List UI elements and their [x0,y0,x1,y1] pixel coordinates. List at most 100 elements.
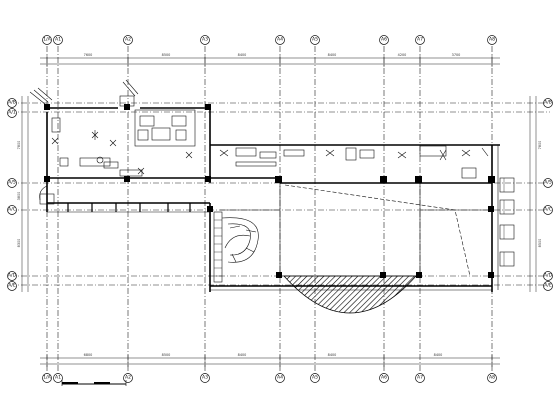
svg-text:A8: A8 [489,37,495,43]
svg-text:A2: A2 [125,37,131,43]
axis-bubble: A4 [275,373,285,383]
column [275,176,282,183]
dimension-text-right: 7800 8500 [538,141,542,248]
axis-bubble: A2 [123,35,133,45]
column [488,272,494,278]
axis-bubble: A5 [310,373,320,383]
column [488,206,494,212]
axis-bubble: A3 [200,35,210,45]
svg-text:A3: A3 [202,375,208,381]
dim-bottom-4: 8400 [328,353,337,357]
column [124,176,130,182]
column [207,206,213,212]
svg-text:A1: A1 [55,375,61,381]
svg-text:A7: A7 [417,37,423,43]
dimension-text-top: 7600 8500 8400 8400 4200 3700 [84,53,461,57]
dim-top-1: 7600 [84,53,93,57]
axis-bubbles-left: A/B A/1 A/5 A/C A/D A/E [7,98,17,291]
dim-top-4: 8400 [328,53,337,57]
column [488,176,495,183]
axis-bubble: A/C [7,205,17,215]
dashed-outline [284,184,471,277]
svg-text:A/B: A/B [8,100,16,106]
axis-bubble: 1/A [42,373,52,383]
svg-text:A/E: A/E [8,283,16,289]
axis-bubbles-top: 1/A A1 A2 A3 A4 A5 A6 A7 A8 [42,35,497,45]
column [205,176,211,182]
axis-bubble: A6 [379,35,389,45]
axis-bubbles-right: A/B A/5 A/C A/D A/E [543,98,553,291]
axis-bubble: A6 [379,373,389,383]
dim-top-3: 8400 [238,53,247,57]
svg-text:A2: A2 [125,375,131,381]
axis-bubble: A1 [53,373,63,383]
axis-bubble: A/1 [7,108,17,118]
column [44,176,50,182]
column [380,176,387,183]
dim-bottom-1: 6800 [84,353,93,357]
axis-bubble: A/E [543,281,553,291]
column [44,104,50,110]
column [205,104,211,110]
svg-text:A3: A3 [202,37,208,43]
axis-bubble: A5 [310,35,320,45]
axis-bubble: A3 [200,373,210,383]
axis-bubble: A4 [275,35,285,45]
axis-bubble: A/5 [7,178,17,188]
dim-left-3: 8300 [17,239,21,248]
axis-bubble: A7 [415,373,425,383]
spiral-staircase [213,211,259,283]
column [415,176,422,183]
axis-bubble: A/5 [543,178,553,188]
axis-bubbles-bottom: 1/A A1 A2 A3 A4 A5 A6 A7 A8 [42,373,497,383]
structural-columns [44,104,495,278]
svg-text:A1: A1 [55,37,61,43]
svg-text:A6: A6 [381,37,387,43]
svg-text:1/A: 1/A [43,37,51,43]
scale-bar [61,380,127,386]
dim-right-1: 7800 [538,141,542,150]
svg-text:A/D: A/D [8,273,17,279]
exterior-walls [46,107,500,292]
axis-bubble: 1/A [42,35,52,45]
svg-text:A6: A6 [381,375,387,381]
axis-bubble: A7 [415,35,425,45]
svg-text:1/A: 1/A [43,375,51,381]
dimension-text-left: 7800 3800 8300 [17,141,21,248]
column [380,272,386,278]
svg-text:A/E: A/E [544,283,552,289]
axis-bubble: A/B [7,98,17,108]
svg-text:A4: A4 [277,375,283,381]
svg-text:A4: A4 [277,37,283,43]
axis-grid-vertical [46,46,493,376]
column [416,272,422,278]
dim-left-1: 7800 [17,141,21,150]
dim-right-2: 8500 [538,239,542,248]
axis-bubble: A/D [7,271,17,281]
dim-bottom-2: 8500 [162,353,171,357]
svg-text:A/C: A/C [544,207,552,213]
dimension-lines [21,55,537,367]
axis-bubble: A8 [487,35,497,45]
left-wing-furniture [29,79,210,213]
axis-bubble: A1 [53,35,63,45]
axis-bubble: A2 [123,373,133,383]
axis-bubble: A/C [543,205,553,215]
svg-text:A8: A8 [489,375,495,381]
svg-text:A/1: A/1 [8,110,16,116]
axis-bubble: A8 [487,373,497,383]
dim-top-6: 3700 [452,53,461,57]
dim-bottom-3: 8400 [238,353,247,357]
dim-bottom-5: 8400 [434,353,443,357]
corridor-furniture [219,145,489,179]
svg-text:A7: A7 [417,375,423,381]
hatched-curved-terrace [283,275,417,314]
dim-top-5: 4200 [398,53,407,57]
dimension-text-bottom: 6800 8500 8400 8400 8400 [84,353,443,357]
column [276,272,282,278]
column [124,104,130,110]
svg-text:A/5: A/5 [8,180,16,186]
right-side-seating [499,177,515,267]
svg-text:A5: A5 [312,37,318,43]
